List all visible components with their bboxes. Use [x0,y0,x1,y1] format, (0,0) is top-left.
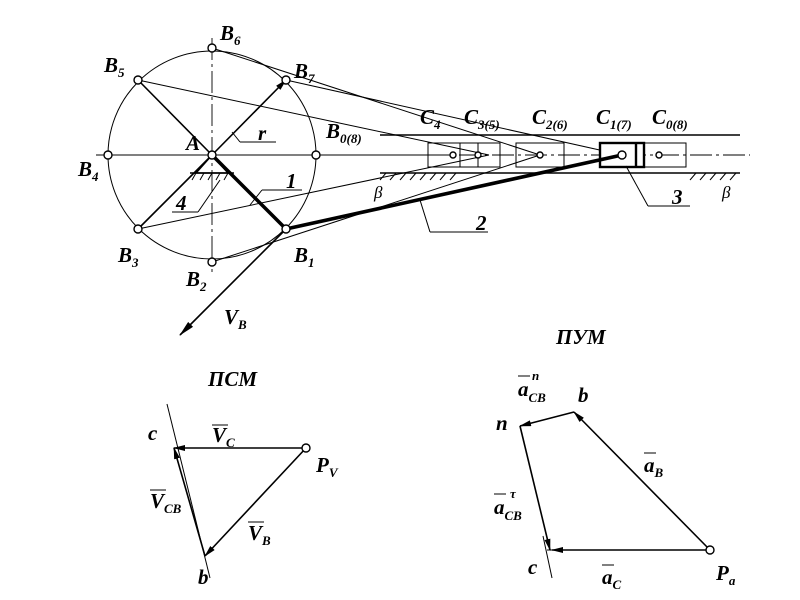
label-beta-right: β [721,183,731,202]
vector-ab [573,411,711,551]
crank-mechanism: B1 B2 B3 B4 B5 B6 B7 B0(8) C4 C3(5) C2(6… [77,21,750,336]
pole-pv [301,443,311,453]
label-c-pum: c [528,555,538,579]
label-n-pum: n [496,411,508,435]
connecting-rod-2 [285,153,623,231]
joint-markers [103,43,663,267]
radius-r-b7 [211,79,287,156]
rod-b7 [285,79,623,156]
label-a: A [184,131,200,155]
velocity-plan-title: ПСМ [207,367,258,391]
label-c1-7: C1(7) [596,105,632,132]
label-r: r [258,121,267,145]
guide-hatching [379,172,737,181]
label-pa: Pa [715,561,736,588]
acceleration-plan-title: ПУМ [555,325,607,349]
crank-link-1 [210,153,288,231]
label-acb-n-sup: n [532,368,539,383]
label-b-psm: b [198,565,209,589]
rod-b3 [137,154,490,230]
velocity-vb-arrow [179,228,287,336]
radius-b3 [137,154,213,230]
label-c-psm: c [148,421,158,445]
rod-b6 [211,47,541,156]
velocity-plan: ПСМ c b PV VC VCB VB [148,367,339,589]
label-b-pum: b [578,383,589,407]
label-acb-n: aCB [518,377,546,405]
label-link-3: 3 [671,185,683,209]
label-link-4: 4 [175,191,187,215]
vector-vb [204,447,307,557]
vector-acb-n [519,411,575,427]
label-b2: B2 [185,267,207,294]
label-c2-6: C2(6) [532,105,568,132]
label-c3-5: C3(5) [464,105,500,132]
label-b1: B1 [293,243,315,270]
acceleration-plan: ПУМ b n c Pa aCB n aCB τ aB aC [494,325,736,592]
label-vb-psm: VB [248,521,271,548]
vector-vcb [173,447,206,557]
label-link-2: 2 [475,211,487,235]
label-ab: aB [644,453,664,480]
label-vcb: VCB [150,489,182,516]
label-ac: aC [602,565,622,592]
pole-pa [705,545,715,555]
label-b4: B4 [77,157,99,184]
label-acb-tau-sup: τ [510,486,517,501]
label-link-1: 1 [286,169,297,193]
label-b6: B6 [219,21,241,48]
label-pv: PV [315,453,339,480]
label-acb-tau: aCB [494,495,522,523]
label-vc: VC [212,423,235,450]
label-c0-8: C0(8) [652,105,688,132]
support-4 [190,153,234,181]
radius-b5 [137,79,213,156]
vector-acb-tau [519,425,551,551]
label-vb: VB [224,305,247,332]
label-b3: B3 [117,243,139,270]
label-b5: B5 [103,53,125,80]
label-beta-left: β [373,183,383,202]
label-b7: B7 [293,59,315,86]
label-b0: B0(8) [325,119,362,146]
label-c4: C4 [420,105,441,132]
